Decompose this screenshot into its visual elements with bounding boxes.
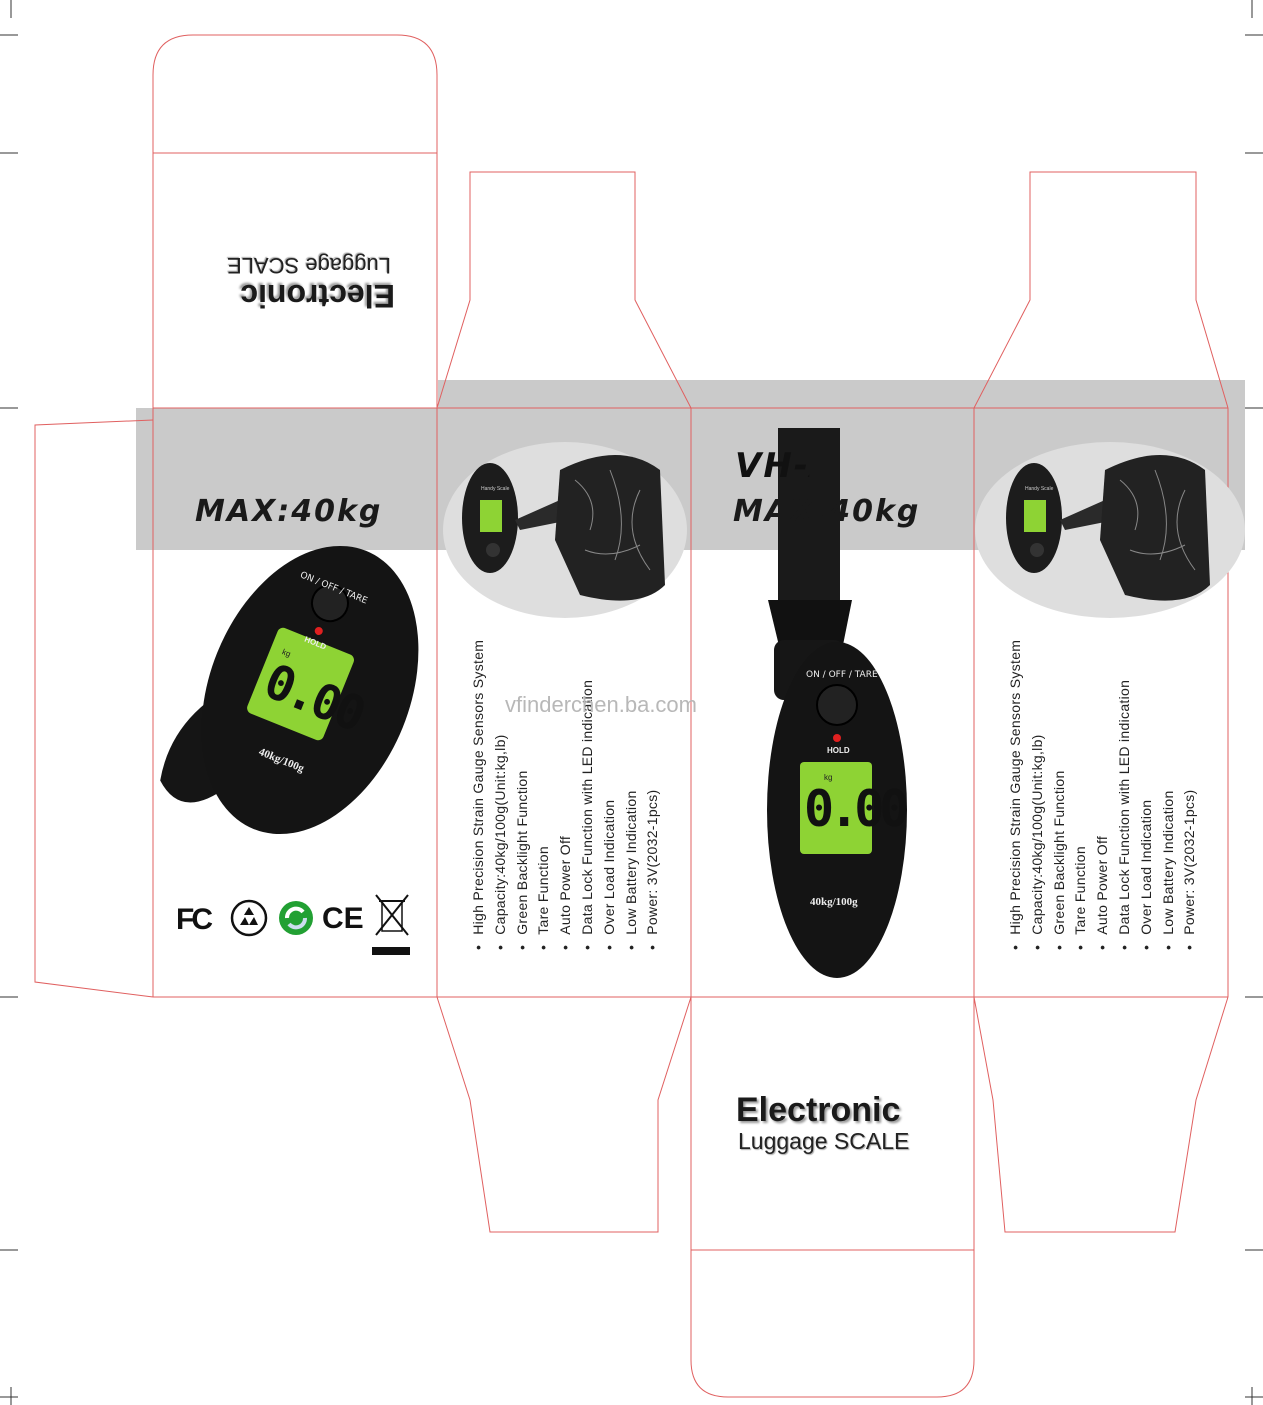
feature-list-1: High Precision Strain Gauge Sensors Syst… [468,620,664,950]
title-luggage-scale: Luggage SCALE [738,1128,910,1154]
product-photo-circle-2 [975,442,1245,618]
green-dot-icon [279,901,313,935]
feature-item: Over Load Indication [1136,620,1158,950]
brand-mark-circle-2: Handy Scale [1025,486,1054,492]
weee-bin-icon [375,894,409,936]
grey-band-left [136,408,438,550]
model-label-fragment: VH-A [735,446,839,486]
feature-item: Auto Power Off [555,620,577,950]
feature-item: Tare Function [1070,620,1092,950]
product-photo-circle-1 [443,442,687,618]
left-display-value: 0.00 [256,653,370,743]
max-capacity-label-center: MAX:40kg [733,494,921,529]
brand-mark-circle-1: Handy Scale [481,486,510,492]
title-luggage-scale-rotated: Luggage SCALE [227,253,391,278]
feature-item: Power: 3V(2032-1pcs) [642,620,664,950]
feature-item: Auto Power Off [1092,620,1114,950]
center-unit-label: kg [824,773,833,782]
feature-item: Over Load Indication [599,620,621,950]
feature-item: Capacity:40kg/100g(Unit:kg,lb) [1027,620,1049,950]
max-capacity-label-left: MAX:40kg [195,494,383,529]
fcc-icon: FC [176,903,213,936]
center-hold-label: HOLD [827,746,850,755]
feature-item: Green Backlight Function [1049,620,1071,950]
center-display-value: 0.00 [804,780,909,838]
feature-item: Green Backlight Function [512,620,534,950]
feature-item: High Precision Strain Gauge Sensors Syst… [468,620,490,950]
feature-item: Tare Function [533,620,555,950]
recycle-icon [230,899,268,937]
left-hold-label: HOLD [303,634,328,652]
top-flap-title: Electronic Luggage SCALE [195,252,395,314]
scale-product-center [767,428,907,978]
certification-row: FC CE [176,894,416,947]
ce-icon: CE [322,902,364,935]
watermark: vfinderchen.ba.com [505,692,697,717]
left-button-label: ON / OFF / TARE [298,570,369,607]
bottom-panel-title: Electronic Luggage SCALE [736,1092,946,1154]
center-button-label: ON / OFF / TARE [806,670,878,680]
left-capacity-label: 40kg/100g [257,745,306,775]
feature-item: Low Battery Indication [1158,620,1180,950]
scale-product-left [160,545,419,835]
feature-item: Low Battery Indication [621,620,643,950]
title-electronic: Electronic [736,1091,901,1129]
title-electronic-rotated: Electronic [240,278,395,314]
center-capacity-label: 40kg/100g [810,896,858,908]
weee-bar [372,947,410,955]
feature-item: Data Lock Function with LED indication [577,620,599,950]
feature-item: Power: 3V(2032-1pcs) [1179,620,1201,950]
feature-item: Data Lock Function with LED indication [1114,620,1136,950]
feature-list-2: High Precision Strain Gauge Sensors Syst… [1005,620,1201,950]
feature-item: Capacity:40kg/100g(Unit:kg,lb) [490,620,512,950]
feature-item: High Precision Strain Gauge Sensors Syst… [1005,620,1027,950]
